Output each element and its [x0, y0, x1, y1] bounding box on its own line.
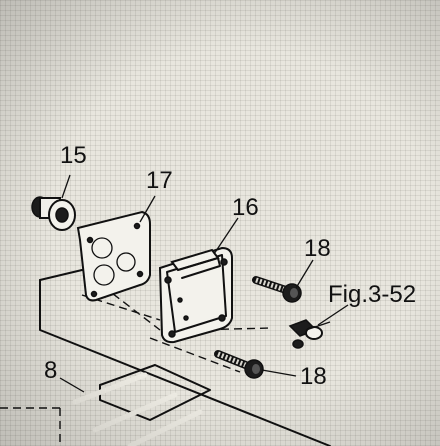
cover-part — [158, 246, 233, 344]
upper-bolt — [252, 276, 302, 303]
gasket-part — [76, 210, 151, 302]
callout-18-upper: 18 — [304, 235, 331, 262]
callout-16: 16 — [232, 194, 259, 221]
lower-bolt — [214, 350, 264, 379]
small-fitting — [288, 319, 331, 349]
callout-18-lower: 18 — [300, 363, 327, 390]
leader-lines — [59, 174, 349, 393]
base-housing — [0, 269, 331, 446]
figure-reference: Fig.3-52 — [328, 281, 416, 308]
nozzle-part — [31, 196, 76, 231]
callout-17: 17 — [146, 167, 173, 194]
dowel-pins — [72, 372, 203, 446]
callout-15: 15 — [60, 142, 87, 169]
callout-8: 8 — [44, 357, 57, 384]
